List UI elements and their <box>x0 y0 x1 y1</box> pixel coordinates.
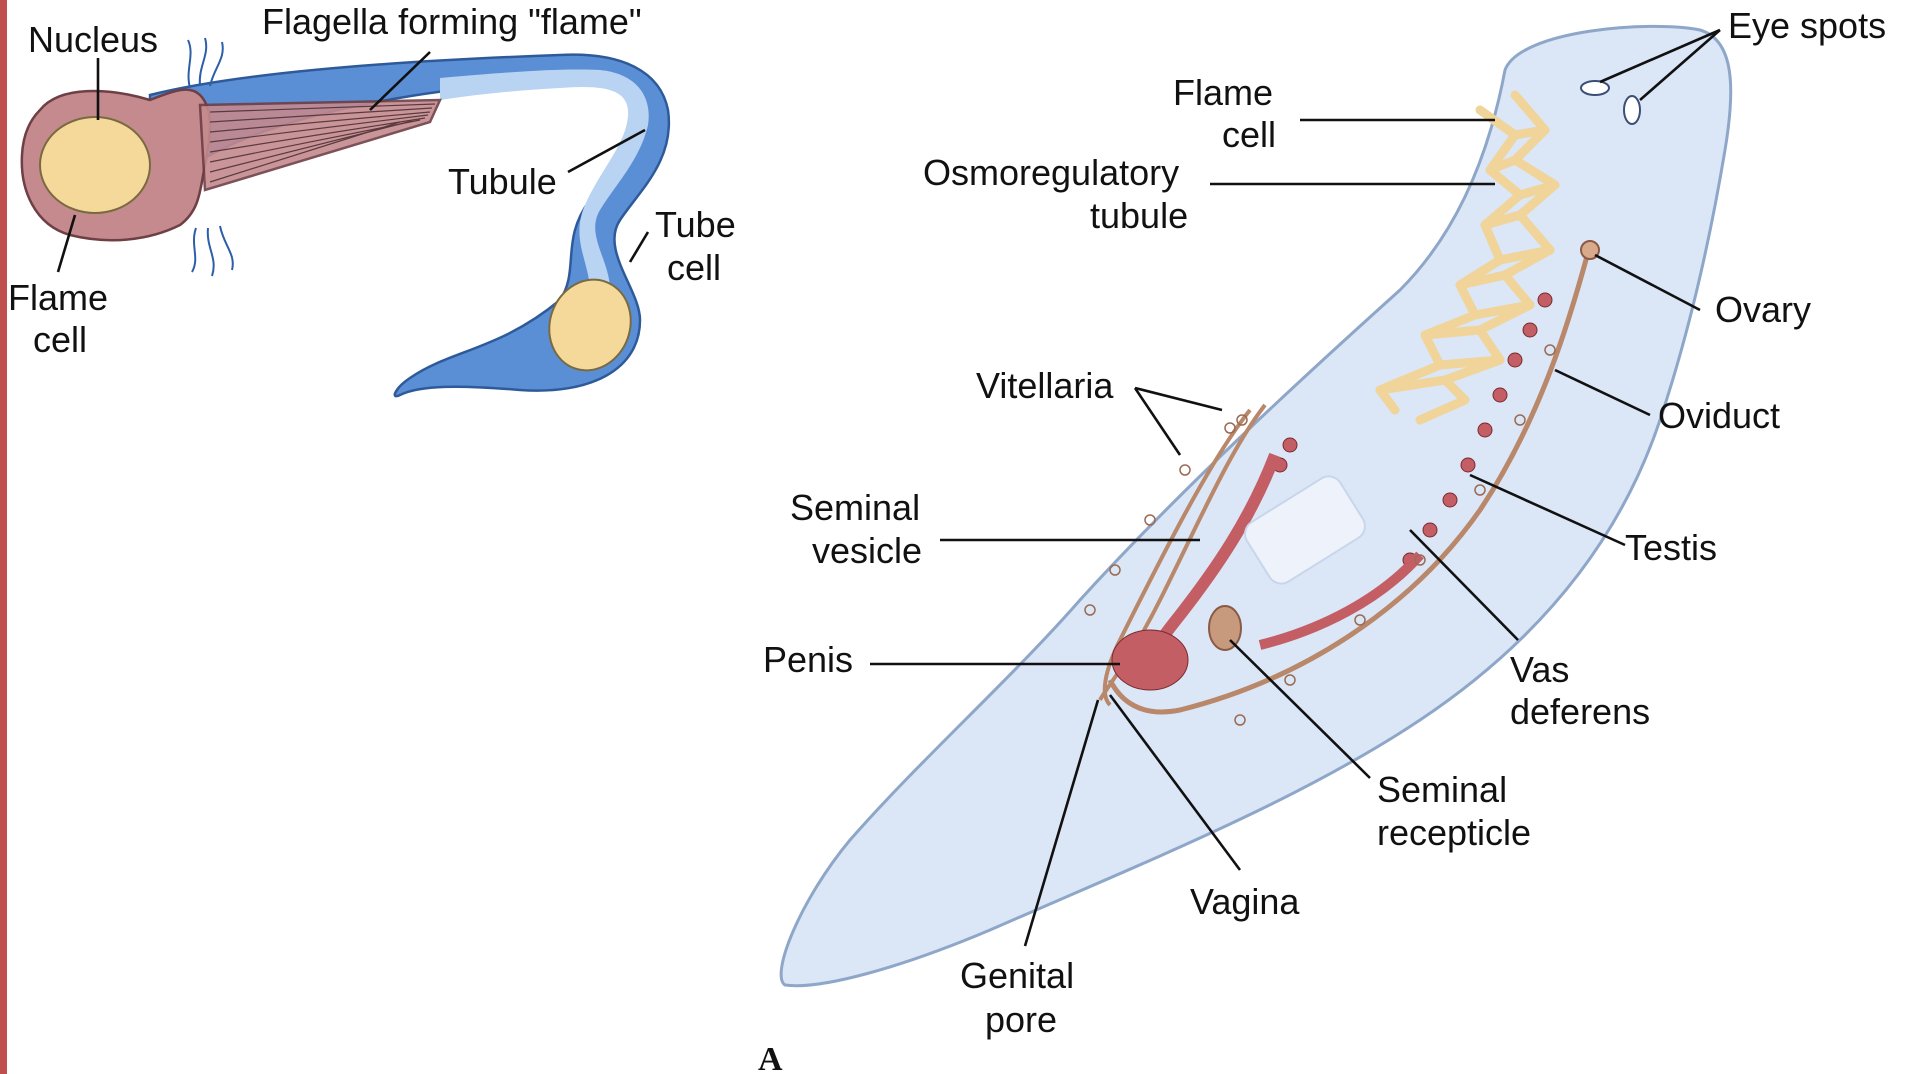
label-nucleus: Nucleus <box>28 19 158 60</box>
label-tubule: Tubule <box>448 161 557 202</box>
flame-cell-nucleus <box>40 117 150 213</box>
label-ovary: Ovary <box>1715 289 1811 330</box>
label-vitellaria: Vitellaria <box>976 365 1114 406</box>
label-flame-cell-left-2: cell <box>33 319 87 360</box>
eye-spot-1 <box>1581 81 1609 95</box>
label-vas-deferens-1: Vas <box>1510 649 1569 690</box>
label-genital-pore-1: Genital <box>960 955 1074 996</box>
label-testis: Testis <box>1625 527 1717 568</box>
penis-bulb <box>1112 630 1188 690</box>
label-flame-cell-right-2: cell <box>1222 114 1276 155</box>
eye-spot-2 <box>1624 96 1640 124</box>
label-flame-cell-right-1: Flame <box>1173 72 1273 113</box>
label-oviduct: Oviduct <box>1658 395 1780 436</box>
label-tube-cell-1: Tube <box>655 204 736 245</box>
label-seminal-vesicle-1: Seminal <box>790 487 920 528</box>
label-flame-cell-left-1: Flame <box>8 277 108 318</box>
label-flagella: Flagella forming "flame" <box>262 1 642 42</box>
panel-letter: A <box>758 1041 783 1074</box>
label-osmoregulatory-2: tubule <box>1090 195 1188 236</box>
label-seminal-vesicle-2: vesicle <box>812 530 922 571</box>
label-penis: Penis <box>763 639 853 680</box>
label-vagina: Vagina <box>1190 881 1300 922</box>
flame-cell-illustration <box>22 38 669 396</box>
label-tube-cell-2: cell <box>667 247 721 288</box>
label-seminal-recepticle-2: recepticle <box>1377 812 1531 853</box>
label-genital-pore-2: pore <box>985 999 1057 1040</box>
label-vas-deferens-2: deferens <box>1510 691 1650 732</box>
label-seminal-recepticle-1: Seminal <box>1377 769 1507 810</box>
seminal-receptacle-bulb <box>1209 606 1241 650</box>
label-eye-spots: Eye spots <box>1728 5 1886 46</box>
label-osmoregulatory-1: Osmoregulatory <box>923 152 1179 193</box>
flame-flagella <box>200 100 440 190</box>
